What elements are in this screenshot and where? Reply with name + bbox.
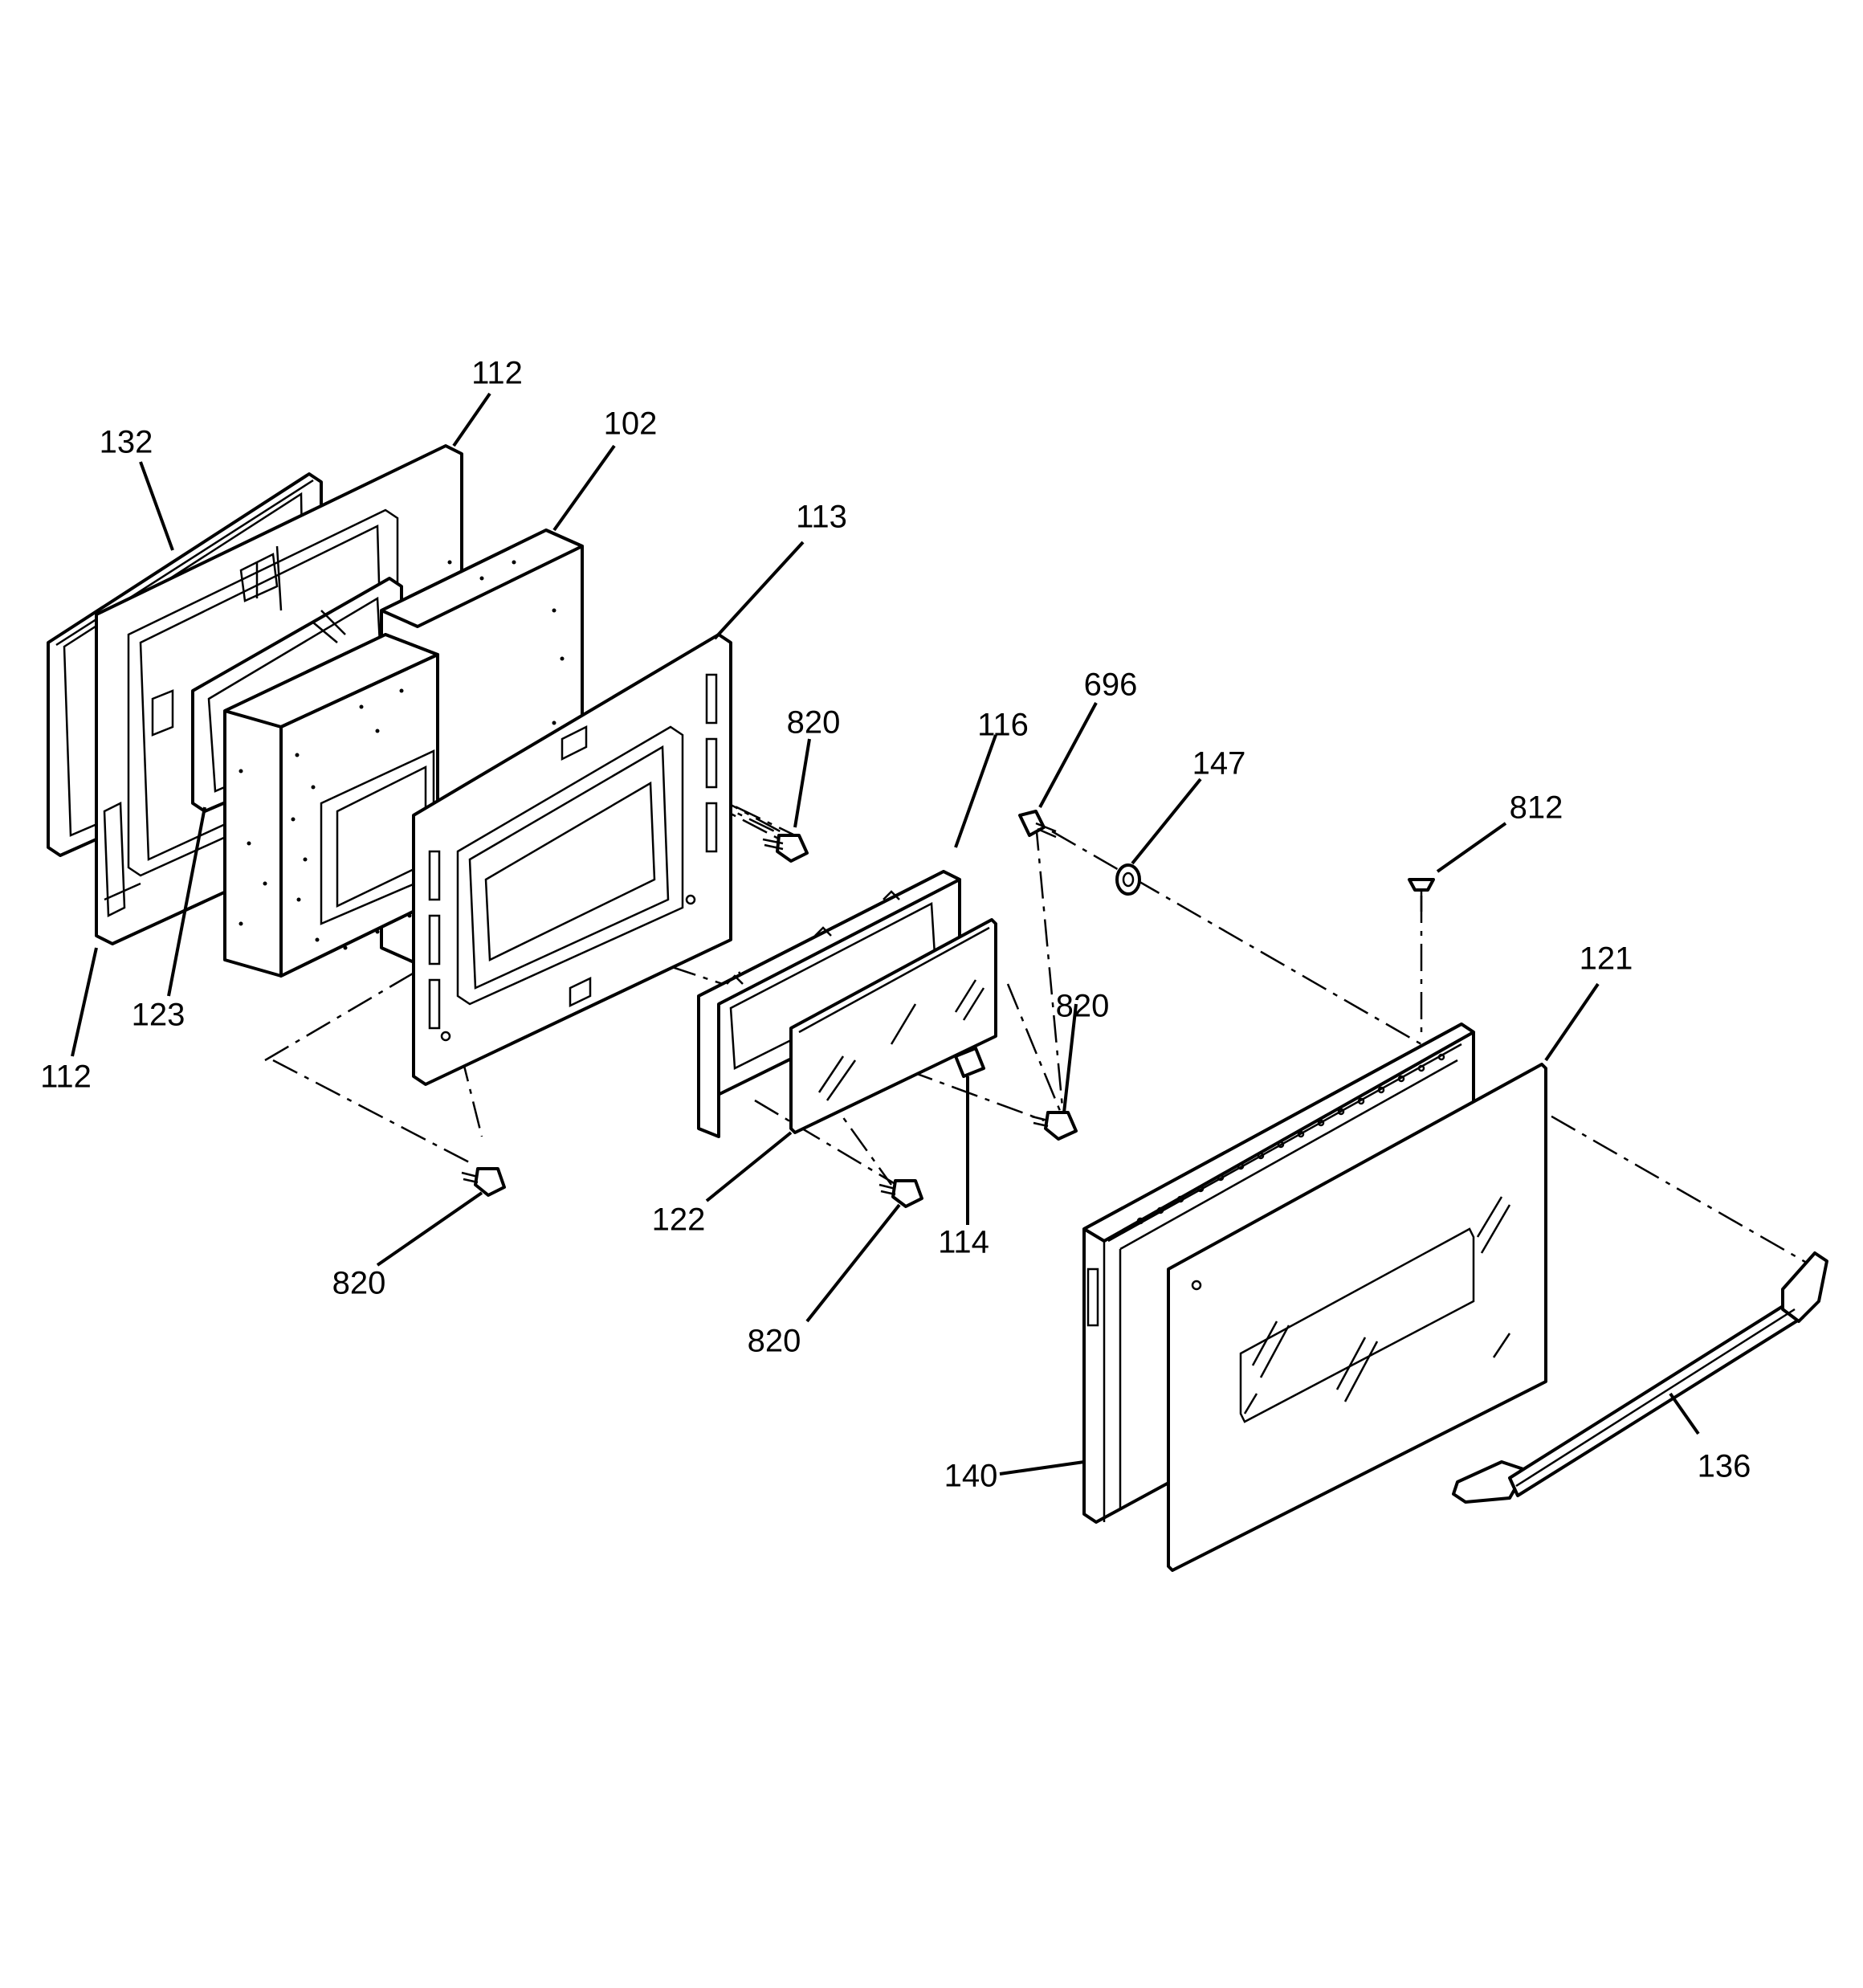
part-label-112-top: 112 (471, 356, 523, 391)
part-label-112-left: 112 (40, 1059, 92, 1095)
part-label-114: 114 (938, 1225, 989, 1260)
part-label-113: 113 (796, 500, 847, 535)
part-label-116: 116 (977, 708, 1029, 743)
glass-panel (789, 918, 997, 1134)
outer-glass (1167, 1063, 1547, 1572)
top-screw (1408, 878, 1435, 912)
screw-bottom-center (879, 1179, 923, 1208)
insulation-block (223, 529, 584, 978)
clip (954, 1047, 985, 1078)
part-label-147: 147 (1192, 746, 1246, 782)
part-label-123: 123 (132, 998, 185, 1033)
part-label-820-bottom-center: 820 (748, 1324, 801, 1359)
part-label-140: 140 (944, 1459, 998, 1494)
part-label-132: 132 (100, 425, 153, 460)
part-label-102: 102 (604, 406, 658, 442)
part-label-820-mid-right: 820 (1056, 989, 1110, 1024)
part-label-122: 122 (652, 1202, 706, 1238)
part-label-696: 696 (1084, 667, 1138, 703)
washer (1115, 863, 1141, 896)
screw-bottom-left (461, 1167, 506, 1197)
leader-lines (71, 392, 1700, 1476)
part-label-820-bottom-left: 820 (332, 1266, 386, 1301)
part-label-812: 812 (1510, 790, 1563, 826)
part-label-121: 121 (1580, 941, 1633, 977)
vent-holes (1136, 1053, 1445, 1225)
part-labels: 112 132 102 113 820 696 116 147 812 121 … (40, 356, 1751, 1494)
screw-upper-right (762, 834, 809, 863)
part-label-820-upper: 820 (787, 705, 841, 741)
screw-mid-right (1031, 1111, 1078, 1141)
part-label-136: 136 (1698, 1449, 1751, 1484)
door-handle (1452, 1251, 1828, 1504)
handle-screw (1018, 810, 1057, 839)
